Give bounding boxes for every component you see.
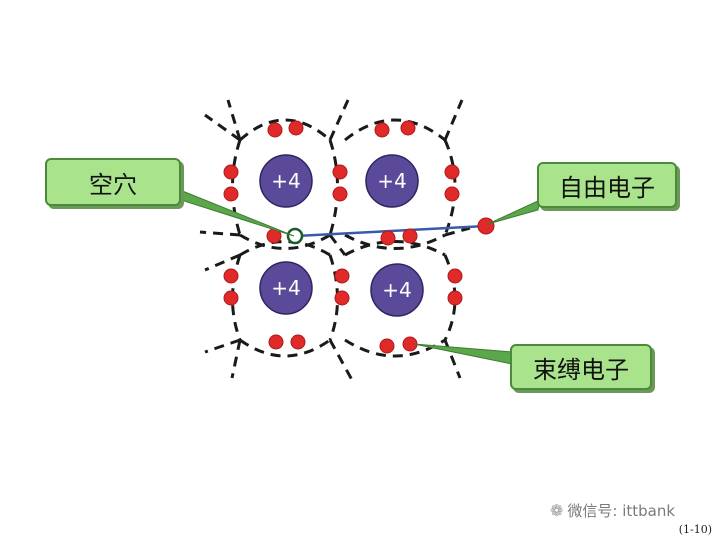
nucleus-label-bottom-left: +4 [271,276,300,300]
electron [223,164,239,180]
nucleus-top-right [365,154,419,208]
electron [444,186,460,202]
bond-lines [199,99,471,381]
electron [223,268,239,284]
electron [334,268,350,284]
electron [447,268,463,284]
nucleus-bottom-right [370,263,424,317]
electron [400,120,416,136]
electron [447,290,463,306]
free-electron [477,217,495,235]
electron [379,338,395,354]
nuclei: +4 +4 +4 +4 [259,154,424,317]
electron [223,186,239,202]
nucleus-top-left [259,154,313,208]
electron [444,164,460,180]
electron [402,228,418,244]
electron [288,120,304,136]
electron [290,334,306,350]
hole [286,227,304,245]
electron [374,122,390,138]
electrons [223,120,495,354]
electron [223,290,239,306]
label-pointers [173,187,541,365]
electron [380,230,396,246]
nucleus-label-bottom-right: +4 [382,278,411,302]
pointer-free-electron [487,199,541,225]
electron [267,122,283,138]
bond-break-line [295,224,487,238]
nucleus-bottom-left [259,261,313,315]
electron [332,164,348,180]
free-electron-label: 自由电子 [537,162,677,208]
electron [268,334,284,350]
wechat-icon: ❁ [550,501,564,520]
nucleus-label-top-left: +4 [271,169,300,193]
electron [332,186,348,202]
pointer-bound-electron [413,343,513,365]
bound-electron-label: 束缚电子 [510,344,652,390]
watermark-text: 微信号: ittbank [567,502,676,520]
figure-number: (1-10) [678,523,712,536]
electron [334,290,350,306]
nucleus-label-top-right: +4 [377,169,406,193]
watermark: ❁ 微信号: ittbank [550,500,675,521]
hole-label: 空穴 [45,158,181,206]
